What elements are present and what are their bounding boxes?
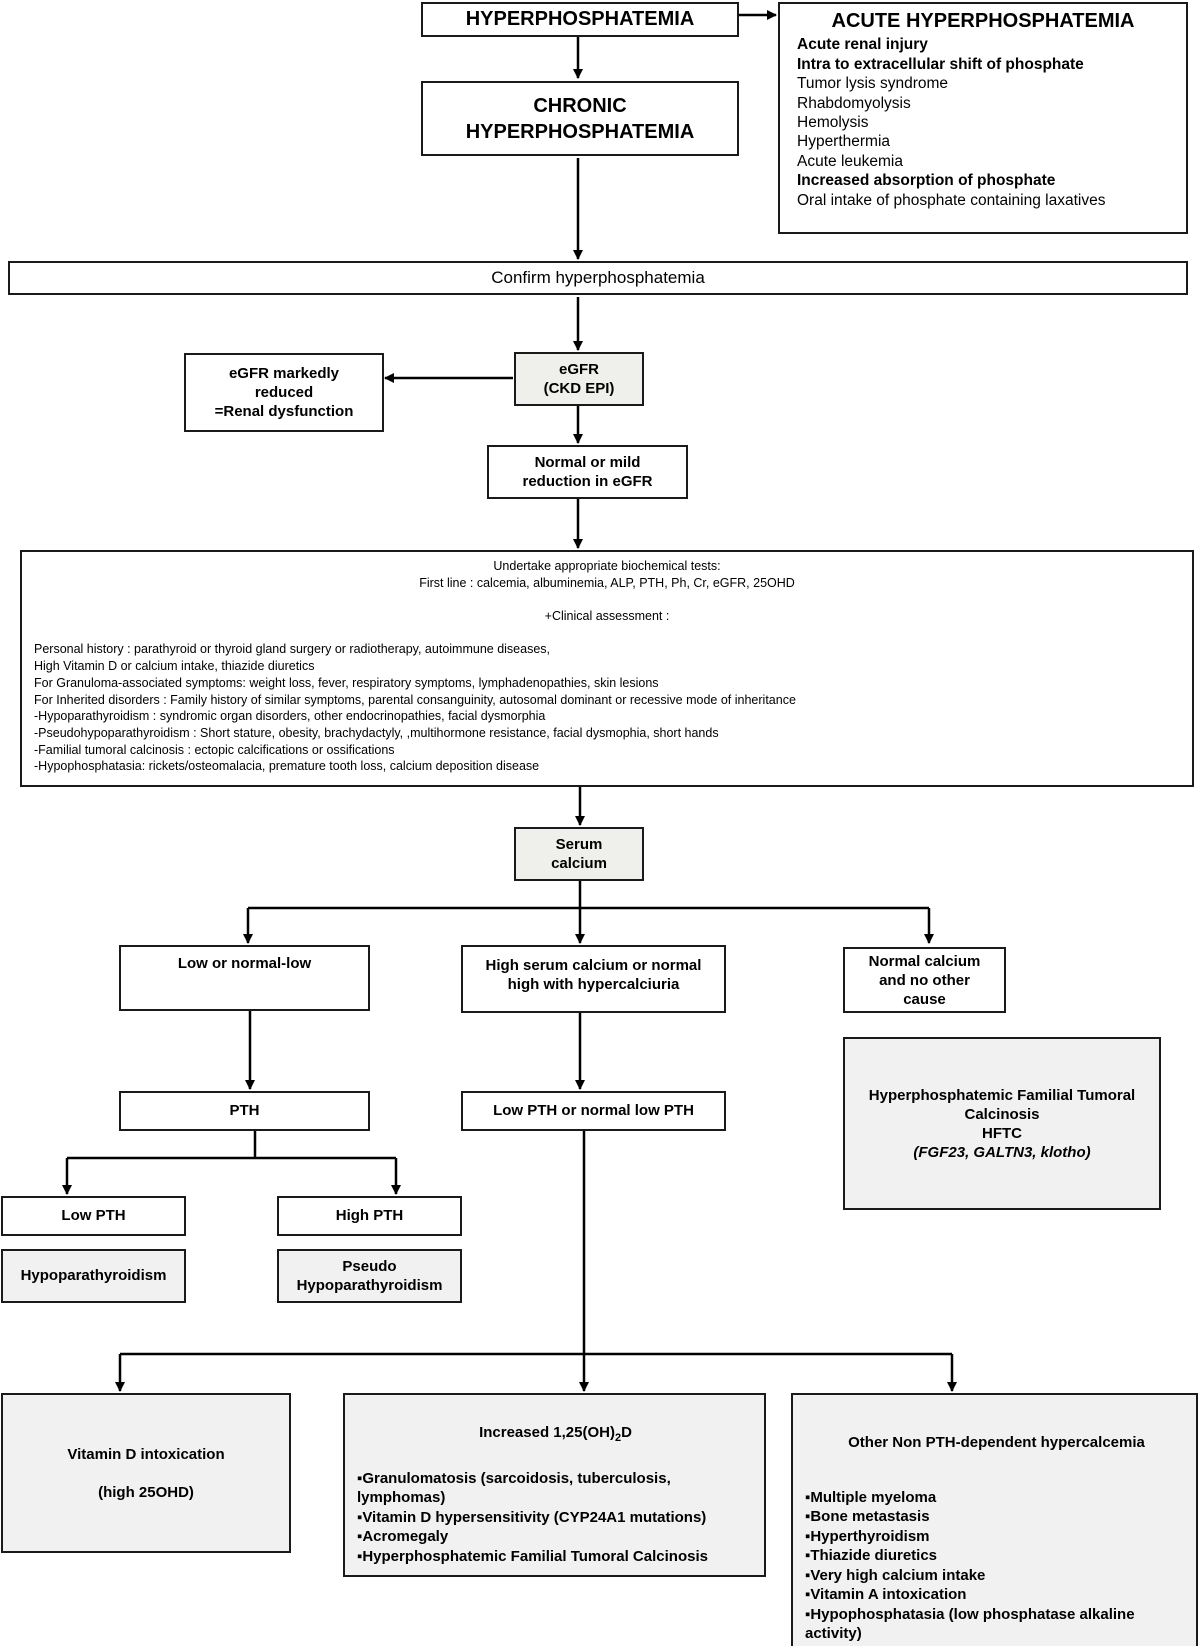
high-serum-line2: high with hypercalciuria	[507, 976, 680, 993]
pth-label: PTH	[229, 1101, 260, 1119]
biochemical-tests-box: Undertake appropriate biochemical tests:…	[20, 550, 1194, 787]
clinical-assessment-line: For Inherited disorders : Family history…	[34, 692, 796, 707]
low-pth-box: Low PTH	[1, 1196, 186, 1236]
acute-cause-item: Oral intake of phosphate containing laxa…	[797, 191, 1106, 209]
egfr-reduced-line3: =Renal dysfunction	[214, 403, 354, 420]
low-pth-normal-box: Low PTH or normal low PTH	[461, 1091, 726, 1131]
acute-title: ACUTE HYPERPHOSPHATEMIA	[831, 10, 1135, 32]
increased-cause-item: ▪Granulomatosis (sarcoidosis, tuberculos…	[357, 1469, 671, 1507]
increased-cause-item: ▪Hyperphosphatemic Familial Tumoral Calc…	[357, 1547, 708, 1565]
clinical-assessment-line: For Granuloma-associated symptoms: weigh…	[34, 675, 659, 690]
other-causes-list: ▪Multiple myeloma ▪Bone metastasis ▪Hypert…	[805, 1488, 1188, 1644]
hyperphosphatemia-box: HYPERPHOSPHATEMIA	[421, 2, 739, 37]
increased-cause-item: ▪Acromegaly	[357, 1528, 449, 1545]
clinical-assessment-line: -Hypoparathyroidism : syndromic organ di…	[34, 709, 546, 724]
acute-cause-item: Tumor lysis syndrome	[797, 75, 949, 93]
pth-box: PTH	[119, 1091, 370, 1131]
acute-cause-item: Acute renal injury	[797, 36, 928, 54]
biochem-first-line: First line : calcemia, albuminemia, ALP,…	[419, 575, 795, 590]
other-title: Other Non PTH-dependent hypercalcemia	[848, 1434, 1145, 1451]
pseudo-line2: Hypoparathyroidism	[296, 1277, 443, 1294]
increased-title-sub: 2	[614, 1432, 622, 1444]
egfr-reduced-box: eGFR markedly reduced =Renal dysfunction	[184, 353, 384, 432]
other-non-pth-box: Other Non PTH-dependent hypercalcemia ▪M…	[791, 1393, 1198, 1646]
low-pth-normal-label: Low PTH or normal low PTH	[493, 1101, 694, 1119]
acute-hyperphosphatemia-box: ACUTE HYPERPHOSPHATEMIA Acute renal inju…	[778, 2, 1188, 234]
acute-cause-item: Hemolysis	[797, 114, 869, 132]
hypoparathyroidism-label: Hypoparathyroidism	[20, 1266, 167, 1284]
normal-calcium-box: Normal calcium and no other cause	[843, 947, 1006, 1013]
vitd-sub: (high 25OHD)	[98, 1483, 194, 1501]
biochem-clinical: +Clinical assessment :	[544, 609, 670, 624]
normal-egfr-box: Normal or mild reduction in eGFR	[487, 445, 688, 499]
low-pth-label: Low PTH	[61, 1206, 126, 1224]
clinical-assessment-line: High Vitamin D or calcium intake, thiazi…	[34, 659, 315, 674]
other-cause-item: ▪Thiazide diuretics	[805, 1547, 938, 1564]
hftc-line2: Calcinosis	[964, 1105, 1040, 1123]
egfr-reduced-line2: reduced	[254, 384, 314, 401]
chronic-label-line2: HYPERPHOSPHATEMIA	[465, 120, 695, 143]
clinical-assessment-line: Personal history : parathyroid or thyroi…	[34, 642, 551, 657]
hftc-line1: Hyperphosphatemic Familial Tumoral	[868, 1086, 1136, 1104]
other-cause-item: ▪Multiple myeloma	[805, 1488, 937, 1506]
egfr-line1: eGFR	[558, 361, 599, 378]
other-cause-item: ▪Bone metastasis	[805, 1508, 930, 1525]
serum-calcium-box: Serum calcium	[514, 827, 644, 881]
egfr-box: eGFR (CKD EPI)	[514, 352, 644, 406]
vitd-title: Vitamin D intoxication	[67, 1445, 225, 1463]
clinical-assessment-line: -Familial tumoral calcinosis : ectopic c…	[34, 742, 395, 757]
normal-calcium-line2: and no other	[879, 971, 970, 989]
high-pth-box: High PTH	[277, 1196, 462, 1236]
other-cause-item: ▪Hyperthyroidism	[805, 1527, 930, 1545]
hypoparathyroidism-box: Hypoparathyroidism	[1, 1249, 186, 1303]
biochem-title: Undertake appropriate biochemical tests:	[493, 559, 721, 573]
hftc-box: Hyperphosphatemic Familial Tumoral Calci…	[843, 1037, 1161, 1210]
high-serum-line1: High serum calcium or normal	[485, 957, 702, 974]
serum-calcium-line1: Serum	[555, 836, 603, 853]
acute-cause-item: Acute leukemia	[797, 152, 903, 170]
normal-calcium-line3: cause	[903, 990, 946, 1008]
other-cause-item: ▪Vitamin A intoxication	[805, 1586, 967, 1603]
increased-title: Increased 1,25(OH)2D	[479, 1423, 632, 1449]
clinical-assessment-line: -Pseudohypoparathyroidism : Short statur…	[34, 726, 719, 740]
increased-title-pre: Increased 1,25(OH)	[479, 1424, 615, 1441]
hftc-line3: HFTC	[982, 1124, 1022, 1142]
pseudo-line1: Pseudo	[342, 1258, 397, 1275]
normal-calcium-line1: Normal calcium	[868, 952, 981, 970]
serum-calcium-line2: calcium	[551, 855, 607, 872]
low-normal-calcium-box: Low or normal-low	[119, 945, 370, 1011]
pseudohypoparathyroidism-box: Pseudo Hypoparathyroidism	[277, 1249, 462, 1303]
low-normal-label: Low or normal-low	[177, 955, 312, 972]
other-cause-item: ▪Very high calcium intake	[805, 1566, 986, 1584]
increased-calcitriol-box: Increased 1,25(OH)2D ▪Granulomatosis (sa…	[343, 1393, 766, 1577]
chronic-label-line1: CHRONIC	[533, 94, 627, 117]
confirm-hyperphosphatemia-box: Confirm hyperphosphatemia	[8, 261, 1188, 295]
acute-cause-item: Rhabdomyolysis	[797, 94, 911, 112]
clinical-assessment-line: -Hypophosphatasia: rickets/osteomalacia,…	[34, 759, 540, 774]
egfr-reduced-line1: eGFR markedly	[228, 365, 340, 382]
normal-egfr-line2: reduction in eGFR	[522, 473, 653, 490]
increased-cause-item: ▪Vitamin D hypersensitivity (CYP24A1 mut…	[357, 1508, 707, 1526]
hyperphosphatemia-label: HYPERPHOSPHATEMIA	[465, 8, 695, 31]
chronic-hyperphosphatemia-box: CHRONIC HYPERPHOSPHATEMIA	[421, 81, 739, 156]
other-cause-item: ▪Hypophosphatasia (low phosphatase alkal…	[805, 1605, 1135, 1643]
clinical-assessment-list: Personal history : parathyroid or thyroi…	[22, 641, 1192, 775]
hftc-genes: (FGF23, GALTN3, klotho)	[913, 1143, 1091, 1161]
high-serum-calcium-box: High serum calcium or normal high with h…	[461, 945, 726, 1013]
acute-cause-item: Increased absorption of phosphate	[797, 172, 1056, 190]
increased-causes-list: ▪Granulomatosis (sarcoidosis, tuberculos…	[357, 1469, 754, 1567]
normal-egfr-line1: Normal or mild	[534, 454, 641, 471]
high-pth-label: High PTH	[335, 1206, 404, 1224]
vitamin-d-intoxication-box: Vitamin D intoxication (high 25OHD)	[1, 1393, 291, 1553]
acute-cause-item: Intra to extracellular shift of phosphat…	[797, 55, 1084, 73]
acute-cause-item: Hyperthermia	[797, 133, 891, 151]
confirm-label: Confirm hyperphosphatemia	[491, 267, 705, 287]
egfr-line2: (CKD EPI)	[543, 380, 615, 397]
increased-title-post: D	[621, 1424, 632, 1441]
